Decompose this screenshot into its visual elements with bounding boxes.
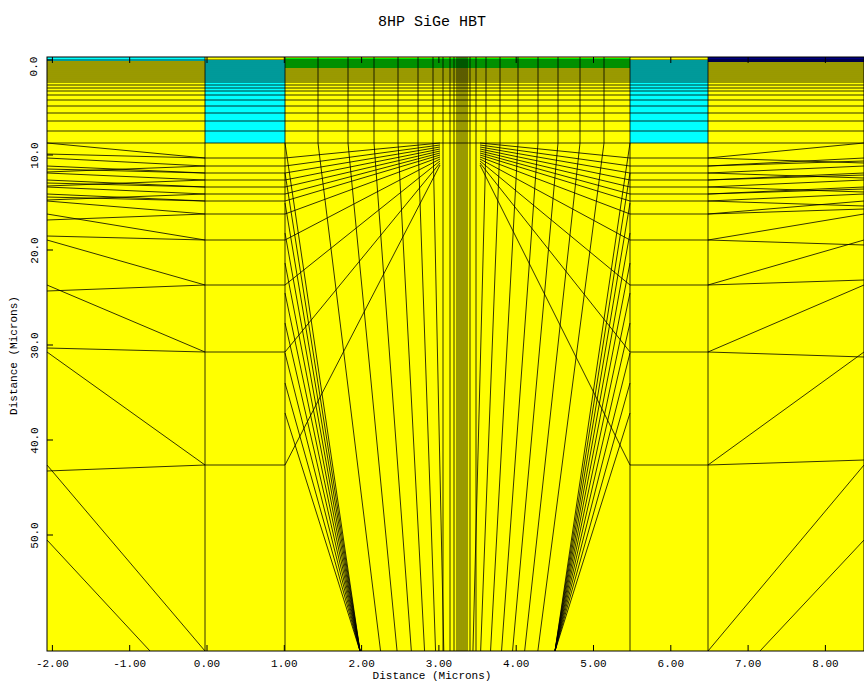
tick-marks bbox=[47, 57, 825, 651]
plot-title: 8HP SiGe HBT bbox=[378, 15, 486, 30]
y-tick-label: 20.0 bbox=[30, 237, 41, 263]
trench-region bbox=[630, 60, 708, 143]
oxide-layer bbox=[47, 57, 205, 61]
x-tick-label: 0.00 bbox=[194, 659, 220, 670]
x-tick-label: -1.00 bbox=[113, 659, 146, 670]
x-tick-label: 2.00 bbox=[348, 659, 374, 670]
y-tick-label: 50.0 bbox=[30, 522, 41, 548]
axis-title: Distance (Microns) bbox=[373, 671, 492, 682]
x-tick-label: -2.00 bbox=[36, 659, 69, 670]
axis-title: Distance (Microns) bbox=[9, 296, 20, 415]
x-tick-label: 8.00 bbox=[812, 659, 838, 670]
y-tick-label: 10.0 bbox=[30, 142, 41, 168]
x-tick-label: 1.00 bbox=[271, 659, 297, 670]
trench-region bbox=[205, 60, 285, 143]
y-tick-label: 40.0 bbox=[30, 427, 41, 453]
silicon-region bbox=[47, 57, 864, 651]
y-tick-label: 30.0 bbox=[30, 332, 41, 358]
contact-layer bbox=[708, 57, 864, 62]
x-tick-label: 3.00 bbox=[426, 659, 452, 670]
x-tick-label: 5.00 bbox=[580, 659, 606, 670]
plot-frame bbox=[47, 57, 864, 651]
base-layer bbox=[285, 58, 630, 68]
y-tick-label: 0.0 bbox=[30, 56, 41, 76]
mesh-lines bbox=[47, 57, 864, 651]
x-tick-label: 6.00 bbox=[658, 659, 684, 670]
x-tick-label: 4.00 bbox=[503, 659, 529, 670]
x-tick-label: 7.00 bbox=[735, 659, 761, 670]
